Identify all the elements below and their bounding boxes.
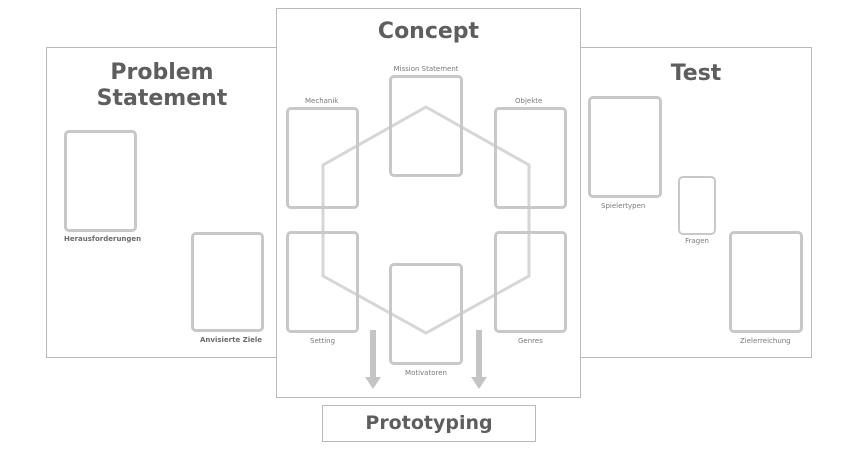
card-motivatoren[interactable] [389,263,463,365]
problem-statement-panel: Problem Statement [46,47,278,358]
prototyping-box[interactable]: Prototyping [322,405,536,442]
card-mechanik[interactable] [286,107,359,209]
card-genres[interactable] [494,231,567,333]
label-anvisierte-ziele: Anvisierte Ziele [200,336,263,344]
label-genres: Genres [518,337,543,345]
label-zielerreichung: Zielerreichung [740,337,791,345]
test-title: Test [670,61,722,86]
concept-title: Concept [377,19,480,44]
label-setting: Setting [310,337,336,345]
card-fragen[interactable] [678,176,716,235]
card-mission-statement[interactable] [389,75,463,177]
label-mechanik: Mechanik [305,97,339,105]
card-herausforderungen[interactable] [64,130,137,232]
card-anvisierte-ziele[interactable] [191,232,264,332]
card-zielerreichung[interactable] [729,231,803,333]
test-panel: Test [580,47,812,358]
card-objekte[interactable] [494,107,567,209]
problem-title-line2: Statement [96,86,228,111]
card-spielertypen[interactable] [588,96,662,198]
label-objekte: Objekte [515,97,543,105]
label-mission-statement: Mission Statement [393,65,459,73]
label-herausforderungen: Herausforderungen [64,235,142,243]
prototyping-label: Prototyping [365,412,493,434]
label-motivatoren: Motivatoren [405,369,447,377]
problem-statement-title: Problem Statement [47,60,277,112]
label-spielertypen: Spielertypen [601,202,646,210]
card-setting[interactable] [286,231,359,333]
problem-title-line1: Problem [110,60,214,85]
label-fragen: Fragen [685,237,709,245]
